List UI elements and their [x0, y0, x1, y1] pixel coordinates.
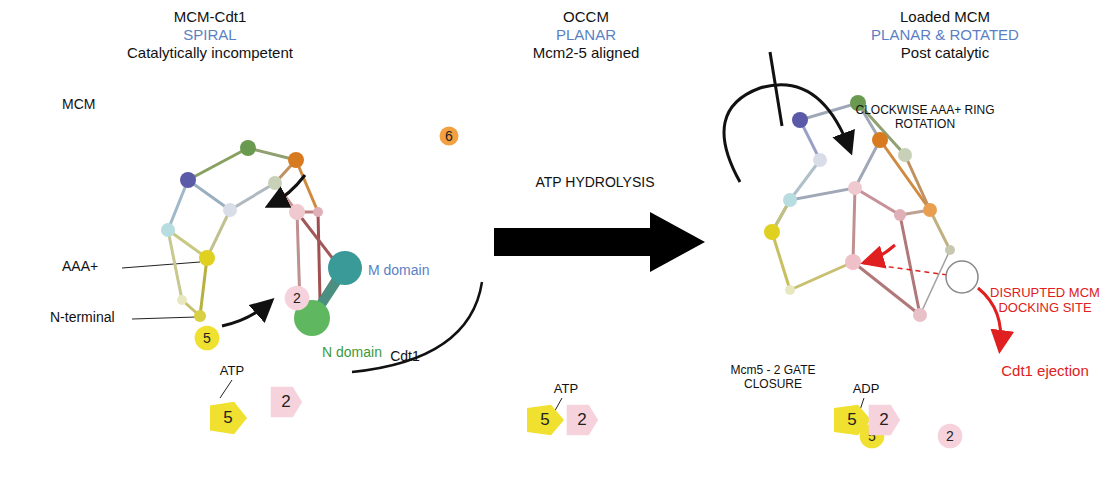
subunit-number: 2: [879, 410, 888, 430]
subunit-circle: 2: [937, 423, 963, 449]
label: Loaded MCM: [900, 8, 990, 25]
label: Catalytically incompetent: [127, 44, 293, 61]
label: Post catalytic: [901, 44, 989, 61]
label: PLANAR: [556, 26, 616, 43]
label: Cdt1 ejection: [1001, 362, 1089, 379]
subunit-arrow: 2: [565, 403, 599, 437]
label: DISRUPTED MCM DOCKING SITE: [985, 286, 1105, 316]
label: ATP: [220, 364, 244, 379]
subunit-arrow: 2: [269, 385, 303, 419]
subunit-number: 5: [203, 330, 211, 346]
label: SPIRAL: [183, 26, 236, 43]
label: PLANAR & ROTATED: [871, 26, 1019, 43]
label: ADP: [853, 382, 880, 397]
label: ATP: [554, 382, 578, 397]
subunit-number: 2: [293, 290, 301, 306]
subunit-number: 5: [847, 410, 856, 430]
subunit-number: 2: [577, 410, 586, 430]
subunit-circle: 2: [284, 285, 310, 311]
subunit-number: 2: [946, 428, 954, 444]
label: OCCM: [563, 8, 609, 25]
subunit-circle: 6: [439, 126, 459, 146]
subunit-arrow: 5: [525, 403, 565, 437]
label: M domain: [368, 262, 429, 278]
label: MCM: [62, 96, 95, 112]
label: Mcm2-5 aligned: [533, 44, 640, 61]
subunit-number: 2: [281, 392, 290, 412]
subunit-arrow: 2: [867, 403, 901, 437]
label: N-terminal: [50, 309, 115, 325]
label: N domain: [322, 344, 382, 360]
subunit-number: 5: [540, 410, 549, 430]
label: Cdt1: [390, 348, 420, 364]
subunit-circle: 5: [194, 325, 220, 351]
label: ATP HYDROLYSIS: [535, 174, 654, 190]
label: AAA+: [62, 258, 98, 274]
label: Mcm5 - 2 GATE CLOSURE: [718, 364, 828, 392]
subunit-arrow: 5: [208, 400, 248, 436]
label: CLOCKWISE AAA+ RING ROTATION: [855, 104, 995, 132]
subunit-arrow: 5: [832, 403, 872, 437]
subunit-number: 6: [445, 128, 453, 144]
label: MCM-Cdt1: [174, 8, 247, 25]
subunit-number: 5: [223, 408, 232, 428]
